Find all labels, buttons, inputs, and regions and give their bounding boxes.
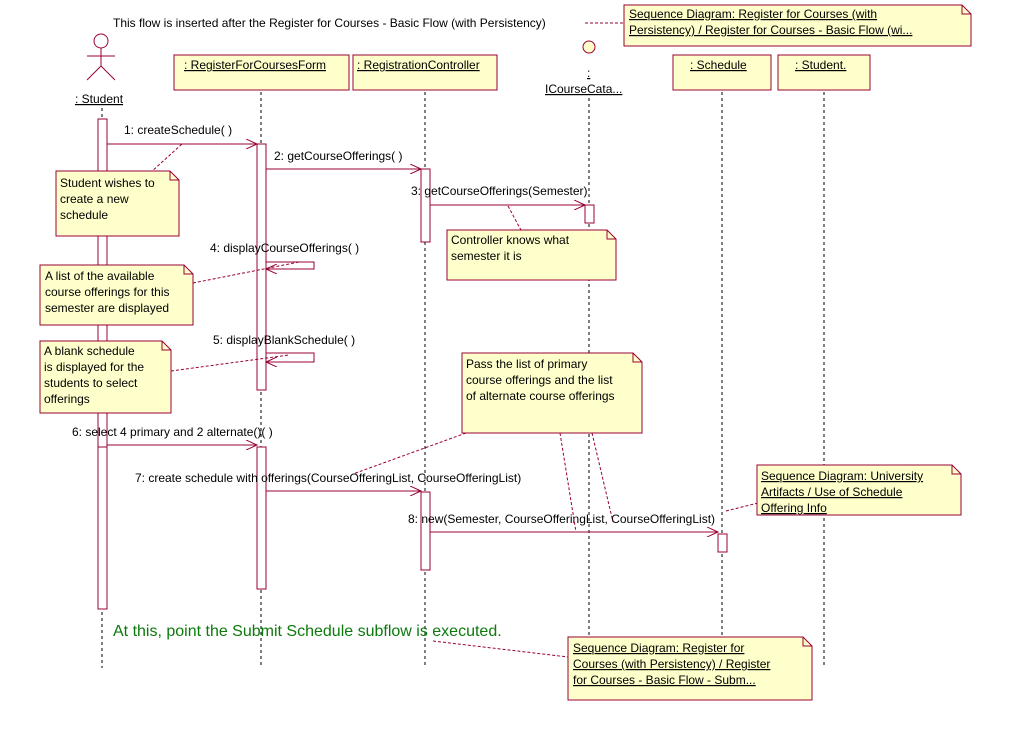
lifeline-head-schedule[interactable]: : Schedule xyxy=(672,54,772,91)
lifeline-head-student[interactable]: : Student. xyxy=(777,54,871,91)
note-list-displayed-line2: course offerings for this xyxy=(45,285,170,299)
activation-controller-1 xyxy=(420,168,431,243)
note-student-wishes-line1: Student wishes to xyxy=(60,176,155,190)
activation-catalog-1 xyxy=(584,204,595,224)
message-5-self-arrow xyxy=(266,352,315,362)
message-2-label: 2: getCourseOfferings( ) xyxy=(274,149,403,163)
message-1-label: 1: createSchedule( ) xyxy=(124,123,232,137)
activation-form-1 xyxy=(256,143,267,391)
note-blank-schedule-line1: A blank schedule xyxy=(44,344,135,358)
registration-controller-label[interactable]: : RegistrationController xyxy=(357,58,480,72)
actor-stick-figure-icon xyxy=(86,33,116,81)
diagram-link-submit-schedule[interactable]: Sequence Diagram: Register for Courses (… xyxy=(567,636,813,701)
footer-submit-note: At this, point the Submit Schedule subfl… xyxy=(113,623,502,640)
message-6-label: 6: select 4 primary and 2 alternate()( ) xyxy=(72,425,273,439)
schedule-label[interactable]: : Schedule xyxy=(690,58,747,72)
note-blank-schedule-line2: is displayed for the xyxy=(44,360,144,374)
diagram-link-university-line3[interactable]: Offering Info xyxy=(761,501,827,515)
note-pass-list-line1: Pass the list of primary xyxy=(466,357,587,371)
note-controller-knows-line2: semester it is xyxy=(451,249,522,263)
diagram-link-top-right[interactable]: Sequence Diagram: Register for Courses (… xyxy=(623,4,972,47)
message-arrows xyxy=(107,144,718,532)
activation-actor-2 xyxy=(97,446,108,610)
activation-form-2 xyxy=(256,446,267,590)
note-blank-schedule: A blank schedule is displayed for the st… xyxy=(39,340,172,414)
icourse-catalog-label[interactable]: ICourseCata... xyxy=(545,82,622,96)
message-3-label: 3: getCourseOfferings(Semester) xyxy=(411,184,588,198)
message-5-label: 5: displayBlankSchedule( ) xyxy=(213,333,355,347)
note-controller-knows-line1: Controller knows what xyxy=(451,233,570,247)
diagram-link-university-artifacts[interactable]: Sequence Diagram: University Artifacts /… xyxy=(756,464,962,516)
note-controller-knows: Controller knows what semester it is xyxy=(446,229,617,281)
diagram-link-university-line2[interactable]: Artifacts / Use of Schedule xyxy=(761,485,903,499)
message-8-label: 8: new(Semester, CourseOfferingList, Cou… xyxy=(408,512,715,526)
lifeline-head-register-form[interactable]: : RegisterForCoursesForm xyxy=(173,54,350,91)
student-label[interactable]: : Student. xyxy=(795,58,846,72)
note-list-displayed: A list of the available course offerings… xyxy=(39,264,194,326)
diagram-link-submit-line1[interactable]: Sequence Diagram: Register for xyxy=(573,641,744,655)
note-pass-list-line3: of alternate course offerings xyxy=(466,389,615,403)
note-student-wishes-line2: create a new xyxy=(60,192,129,206)
diagram-link-top-right-line2[interactable]: Persistency) / Register for Courses - Ba… xyxy=(629,23,912,37)
note-pass-list: Pass the list of primary course offering… xyxy=(461,352,643,434)
note-list-displayed-line3: semester are displayed xyxy=(45,301,169,315)
actor-student-label[interactable]: : Student xyxy=(75,92,124,106)
diagram-link-submit-line2[interactable]: Courses (with Persistency) / Register xyxy=(573,657,770,671)
interface-circle-icon xyxy=(582,40,596,54)
diagram-link-submit-line3[interactable]: for Courses - Basic Flow - Subm... xyxy=(573,673,756,687)
note-list-displayed-line1: A list of the available xyxy=(45,269,155,283)
note-student-wishes-line3: schedule xyxy=(60,208,108,222)
message-4-label: 4: displayCourseOfferings( ) xyxy=(210,241,359,255)
note-blank-schedule-line4: offerings xyxy=(44,392,90,406)
note-student-wishes: Student wishes to create a new schedule xyxy=(55,170,180,237)
lifeline-head-registration-controller[interactable]: : RegistrationController xyxy=(352,54,498,91)
note-pass-list-line2: course offerings and the list xyxy=(466,373,613,387)
diagram-link-university-line1[interactable]: Sequence Diagram: University xyxy=(761,469,923,483)
icourse-catalog-label-colon[interactable]: : xyxy=(587,66,590,80)
diagram-link-top-right-line1[interactable]: Sequence Diagram: Register for Courses (… xyxy=(629,7,877,21)
note-blank-schedule-line3: students to select xyxy=(44,376,138,390)
note-connectors xyxy=(149,143,759,658)
message-7-label: 7: create schedule with offerings(Course… xyxy=(135,471,521,485)
register-form-label[interactable]: : RegisterForCoursesForm xyxy=(184,58,326,72)
activation-schedule-1 xyxy=(717,533,728,553)
activation-controller-2 xyxy=(420,491,431,571)
message-4-self-arrow xyxy=(266,261,315,269)
header-text: This flow is inserted after the Register… xyxy=(113,16,546,30)
